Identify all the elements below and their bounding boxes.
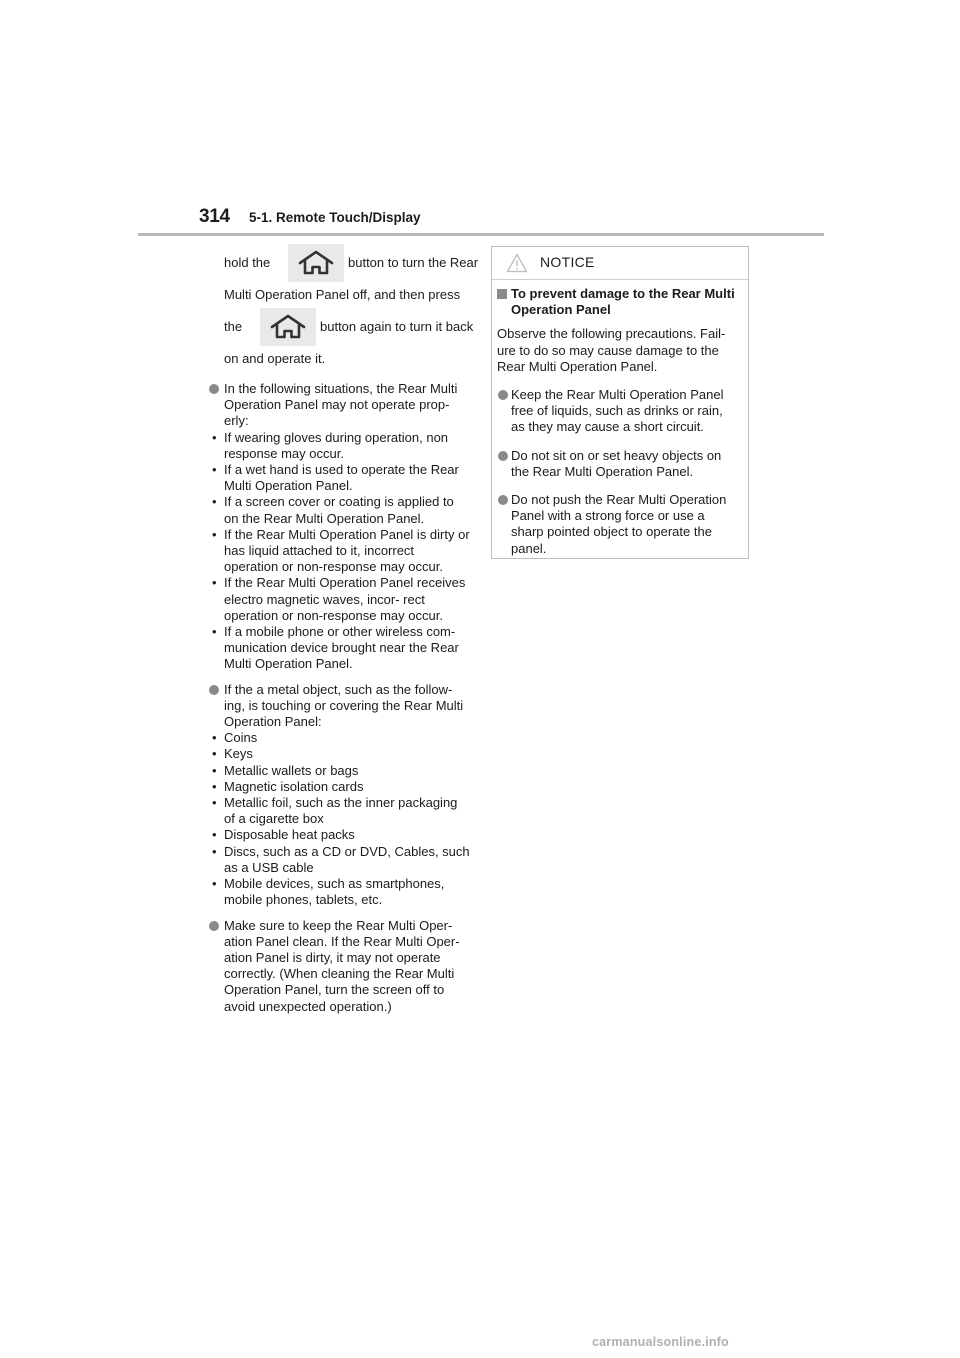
notice-heading: To prevent damage to the Rear Multi Oper…: [497, 286, 738, 318]
watermark: carmanualsonline.info: [592, 1335, 729, 1349]
notice-bullet: Keep the Rear Multi Operation Panel free…: [497, 387, 738, 436]
sub-item: •If the Rear Multi Operation Panel recei…: [212, 575, 466, 623]
text-line: on and operate it.: [224, 351, 326, 366]
square-bullet-icon: [497, 289, 507, 299]
home-icon: [260, 308, 316, 346]
page-header: 314 5-1. Remote Touch/Display: [199, 206, 823, 236]
sub-item: •If a wet hand is used to operate the Re…: [212, 462, 459, 494]
sub-item: •Disposable heat packs: [212, 827, 355, 843]
bullet-dot-icon: [498, 390, 508, 401]
left-column: hold the button to turn the Rear Multi O…: [208, 244, 478, 1015]
sub-item: •If a mobile phone or other wireless com…: [212, 624, 459, 672]
bullet-item: Make sure to keep the Rear Multi Oper- a…: [208, 918, 470, 1015]
notice-body: To prevent damage to the Rear Multi Oper…: [492, 286, 748, 557]
notice-bullet: Do not sit on or set heavy objects on th…: [497, 448, 738, 480]
bullet-dot-icon: [498, 495, 508, 506]
sub-item: •Coins: [212, 730, 258, 746]
notice-box: NOTICE To prevent damage to the Rear Mul…: [491, 246, 749, 559]
bullet-dot-icon: [498, 450, 508, 461]
warning-triangle-icon: [506, 253, 528, 273]
home-icon: [288, 244, 344, 282]
bullet-dot-icon: [209, 920, 219, 931]
notice-intro: Observe the following precautions. Fail-…: [497, 326, 726, 374]
page-number: 314: [199, 206, 230, 227]
sub-item: •Mobile devices, such as smartphones, mo…: [212, 876, 445, 908]
header-divider: [138, 233, 824, 236]
notice-title: NOTICE: [540, 254, 595, 270]
text-line: Multi Operation Panel off, and then pres…: [224, 287, 461, 302]
sub-item: •Keys: [212, 746, 253, 762]
sub-item: •If wearing gloves during operation, non…: [212, 429, 449, 461]
sub-item: •If a screen cover or coating is applied…: [212, 494, 454, 526]
sub-item: •Metallic foil, such as the inner packag…: [212, 795, 458, 827]
text-line: the button again to turn it back: [224, 308, 473, 346]
notice-header: NOTICE: [492, 247, 748, 280]
section-title: 5-1. Remote Touch/Display: [249, 210, 421, 225]
bullet-item: If the a metal object, such as the follo…: [208, 682, 470, 731]
sub-item: •If the Rear Multi Operation Panel is di…: [212, 526, 470, 575]
bullet-dot-icon: [209, 684, 219, 695]
bullet-dot-icon: [209, 384, 219, 394]
text-line: hold the button to turn the Rear: [224, 244, 478, 282]
sub-item: •Metallic wallets or bags: [212, 762, 359, 778]
bullet-item: In the following situations, the Rear Mu…: [208, 381, 470, 430]
sub-item: •Magnetic isolation cards: [212, 778, 364, 794]
sub-item: •Discs, such as a CD or DVD, Cables, suc…: [212, 843, 470, 875]
notice-bullet: Do not push the Rear Multi Operation Pan…: [497, 492, 738, 557]
